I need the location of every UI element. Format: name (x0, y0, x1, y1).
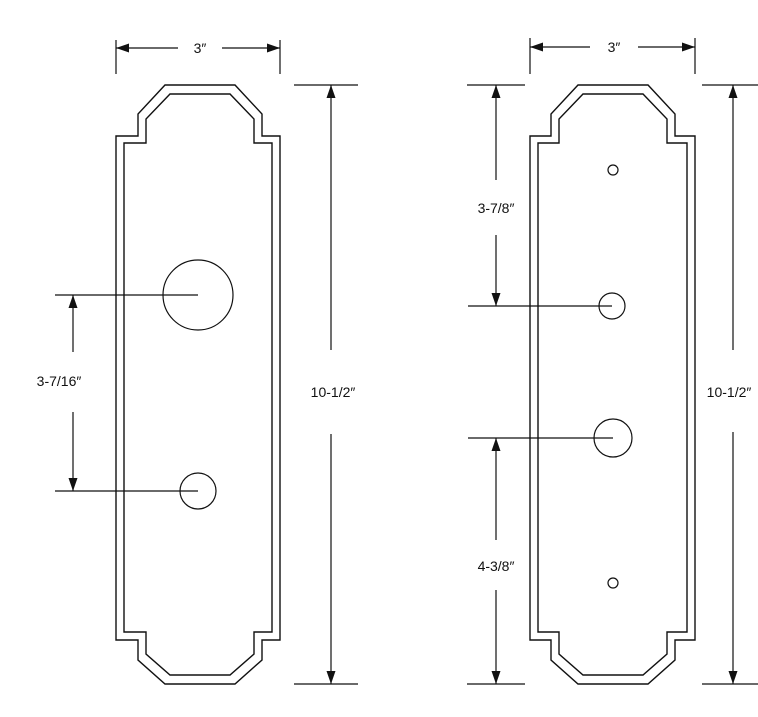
right-plate-bottom-screw-hole (607, 577, 619, 589)
right-width-dimension: 3″ (529, 38, 696, 74)
left-height-label: 10-1/2″ (311, 384, 356, 400)
right-bottom-spacing-label: 4-3/8″ (478, 558, 515, 574)
right-backplate (529, 84, 696, 685)
left-width-dimension: 3″ (115, 40, 281, 74)
right-plate-inner-outline (537, 93, 688, 676)
right-height-label: 10-1/2″ (707, 384, 752, 400)
right-width-label: 3″ (608, 39, 621, 55)
left-height-dimension: 10-1/2″ (294, 84, 358, 685)
right-bottom-spacing-dimension: 4-3/8″ (467, 437, 613, 685)
left-plate-inner-outline (123, 93, 273, 676)
right-height-dimension: 10-1/2″ (702, 84, 758, 685)
right-top-spacing-label: 3-7/8″ (478, 200, 515, 216)
right-plate-top-screw-hole (607, 164, 619, 176)
left-hole-spacing-dimension: 3-7/16″ (37, 294, 198, 492)
left-backplate (115, 84, 281, 685)
right-top-spacing-dimension: 3-7/8″ (467, 84, 612, 307)
left-width-label: 3″ (194, 40, 207, 56)
right-plate-outer-outline (529, 84, 696, 685)
left-plate-outer-outline (115, 84, 281, 685)
left-hole-spacing-label: 3-7/16″ (37, 373, 82, 389)
